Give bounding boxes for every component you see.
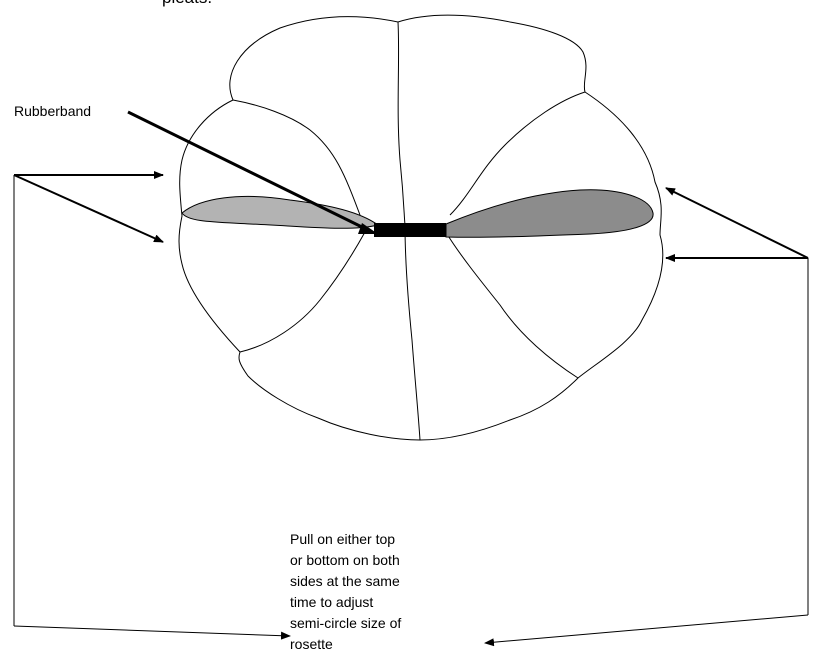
left-petal xyxy=(181,195,380,229)
rubberband-pointer-head xyxy=(358,223,378,234)
instructions-line: semi-circle size of xyxy=(290,615,402,631)
rubberband-label: Rubberband xyxy=(14,103,92,119)
rubberband-pointer-line xyxy=(127,110,369,232)
instructions-line: time to adjust xyxy=(290,594,374,610)
rosette-outer-outline xyxy=(178,14,664,441)
instructions-line: or bottom on both xyxy=(290,552,400,568)
top-cut-text: pleats. xyxy=(162,0,212,8)
right-arrow-upper xyxy=(665,187,809,259)
instructions-line: Pull on either top xyxy=(290,531,396,547)
instructions-text: Pull on either top or bottom on both sid… xyxy=(290,529,490,655)
left-bracket-bottom xyxy=(13,625,291,640)
instructions-line: sides at the same xyxy=(290,573,400,589)
left-arrow-lower xyxy=(13,174,164,243)
rosette-lobe-top-left xyxy=(232,99,361,216)
right-bracket-bottom xyxy=(484,614,809,647)
rubberband-block xyxy=(374,223,446,237)
rosette-lobe-bottom-right xyxy=(446,233,579,379)
rosette-lobe-top-right xyxy=(449,91,586,216)
right-petal xyxy=(445,189,654,238)
rosette-lobe-bottom-left xyxy=(239,231,366,353)
instructions-line: rosette xyxy=(290,636,333,652)
